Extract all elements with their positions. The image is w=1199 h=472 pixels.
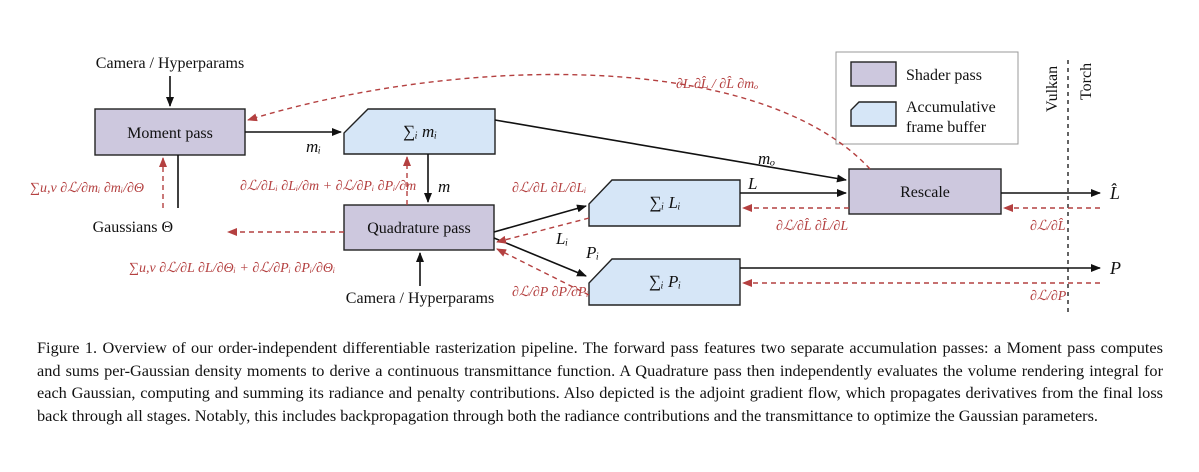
label-Li: Lᵢ [555,229,568,248]
backward-flow [159,73,1100,296]
figure-caption: Figure 1. Overview of our order-independ… [37,338,1163,425]
label-mi: mᵢ [306,137,321,156]
accum-m-box [343,108,496,155]
label-Pi: Pᵢ [585,243,599,262]
legend-shader-swatch [850,61,897,87]
grad-rescale-to-l: ∂ℒ/∂L̂ ∂L̂/∂L [776,218,848,234]
camera-hyperparams-top: Camera / Hyperparams [96,55,244,72]
legend-accum-label-1: Accumulative [906,99,996,116]
camera-hyperparams-bottom: Camera / Hyperparams [346,290,494,307]
pipeline-diagram: Shader pass Accumulative frame buffer Vu… [30,51,1121,312]
accum-l-box [588,179,741,227]
vulkan-label: Vulkan [1044,66,1061,112]
label-L: L [747,174,757,193]
rescale-label: Rescale [900,184,950,201]
label-m: m [438,177,450,196]
grad-moment-theta: ∑u,v ∂ℒ/∂mᵢ ∂mᵢ/∂Θ [30,181,144,196]
gaussians-label: Gaussians Θ [93,219,173,236]
legend-accum-swatch [850,101,897,127]
accum-m-label: ∑ᵢ mᵢ [403,122,437,141]
grad-to-p-accum: ∂ℒ/∂P ∂P/∂Pᵢ [512,285,589,300]
grad-to-m-accum: ∂ℒ/∂Lᵢ ∂Lᵢ/∂m + ∂ℒ/∂Pᵢ ∂Pᵢ/∂m [240,179,416,194]
label-P: P [1109,258,1121,278]
grad-to-l-accum: ∂ℒ/∂L ∂L/∂Lᵢ [512,181,586,196]
accum-p-box [588,258,741,306]
grad-top-arc: ∂L ∂L̂ / ∂L̂ ∂mₒ [676,76,758,92]
accum-p-label: ∑ᵢ Pᵢ [649,272,681,291]
moment-pass-label: Moment pass [127,125,213,142]
accum-l-label: ∑ᵢ Lᵢ [649,193,680,212]
rescale-box [848,168,1002,215]
legend-accum-label-2: frame buffer [906,119,987,136]
grad-out-lhat: ∂ℒ/∂L̂ [1030,218,1066,234]
quadrature-pass-box [343,204,495,251]
torch-label: Torch [1078,63,1095,100]
legend-shader-label: Shader pass [906,67,982,84]
label-mo: mₒ [758,149,775,168]
moment-pass-box [94,108,246,156]
label-Lhat: L̂ [1109,183,1120,203]
grad-out-p: ∂ℒ/∂P [1030,289,1067,304]
forward-flow [166,76,1101,286]
grad-quad-theta: ∑u,v ∂ℒ/∂L ∂L/∂Θᵢ + ∂ℒ/∂Pᵢ ∂Pᵢ/∂Θᵢ [129,261,335,276]
quadrature-pass-label: Quadrature pass [367,220,471,237]
legend: Shader pass Accumulative frame buffer [835,51,1019,145]
